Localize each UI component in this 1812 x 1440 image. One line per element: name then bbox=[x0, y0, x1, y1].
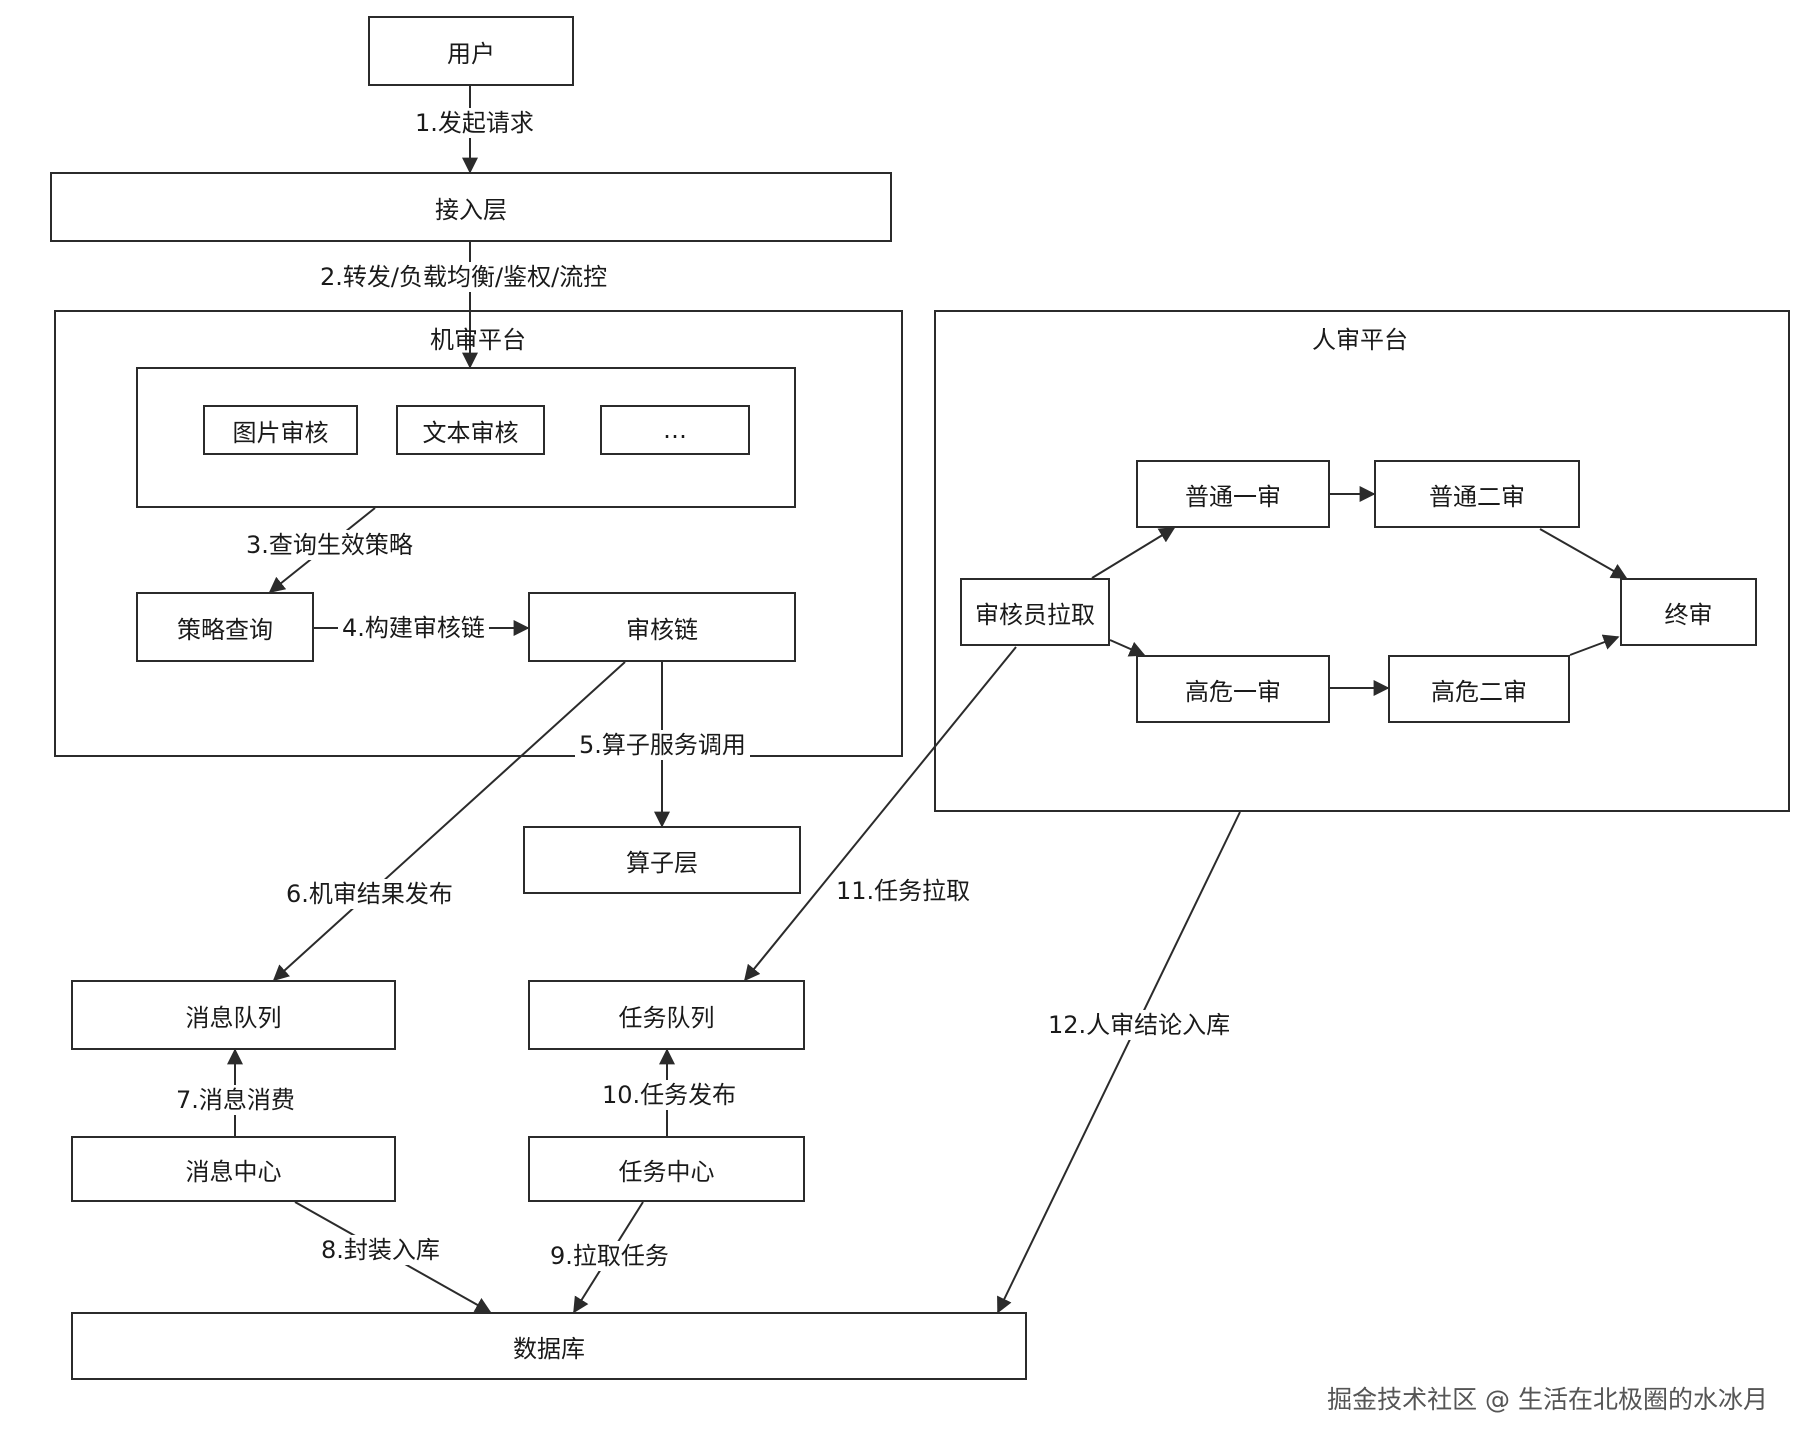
edge-label-7: 7.消息消费 bbox=[172, 1085, 299, 1115]
task-queue-node: 任务队列 bbox=[528, 980, 805, 1050]
access-layer-node: 接入层 bbox=[50, 172, 892, 242]
message-queue-node: 消息队列 bbox=[71, 980, 396, 1050]
more-review-node: … bbox=[600, 405, 750, 455]
edge-11 bbox=[743, 646, 1017, 982]
edge-reviewer-to-high-first bbox=[1109, 639, 1146, 657]
machine-platform-group bbox=[54, 310, 903, 757]
edge-label-6: 6.机审结果发布 bbox=[282, 879, 457, 909]
final-review-node: 终审 bbox=[1620, 578, 1757, 646]
watermark: 掘金技术社区 @ 生活在北极圈的水冰月 bbox=[1327, 1385, 1768, 1414]
edge-12 bbox=[997, 811, 1241, 1314]
edge-label-1: 1.发起请求 bbox=[411, 108, 538, 138]
reviewer-pull-node: 审核员拉取 bbox=[960, 578, 1110, 646]
edge-high-second-to-final bbox=[1569, 634, 1620, 656]
edge-label-10: 10.任务发布 bbox=[598, 1080, 741, 1110]
edge-label-9: 9.拉取任务 bbox=[546, 1241, 673, 1271]
edge-label-12: 12.人审结论入库 bbox=[1044, 1010, 1235, 1040]
text-review-node: 文本审核 bbox=[396, 405, 545, 455]
high-risk-first-review-node: 高危一审 bbox=[1136, 655, 1330, 723]
edge-label-11: 11.任务拉取 bbox=[832, 876, 975, 906]
image-review-node: 图片审核 bbox=[203, 405, 358, 455]
edge-label-8: 8.封装入库 bbox=[317, 1235, 444, 1265]
edge-label-4: 4.构建审核链 bbox=[338, 613, 489, 643]
edge-label-3: 3.查询生效策略 bbox=[242, 530, 417, 560]
machine-platform-title: 机审平台 bbox=[430, 326, 526, 354]
human-platform-group bbox=[934, 310, 1790, 812]
edge-normal-second-to-final bbox=[1539, 528, 1628, 579]
user-node: 用户 bbox=[368, 16, 574, 86]
message-center-node: 消息中心 bbox=[71, 1136, 396, 1202]
human-platform-title: 人审平台 bbox=[1312, 326, 1408, 354]
database-node: 数据库 bbox=[71, 1312, 1027, 1380]
normal-second-review-node: 普通二审 bbox=[1374, 460, 1580, 528]
edge-reviewer-to-normal-first bbox=[1091, 527, 1176, 579]
high-risk-second-review-node: 高危二审 bbox=[1388, 655, 1570, 723]
edge-label-2: 2.转发/负载均衡/鉴权/流控 bbox=[316, 262, 612, 292]
task-center-node: 任务中心 bbox=[528, 1136, 805, 1202]
review-chain-node: 审核链 bbox=[528, 592, 796, 662]
policy-query-node: 策略查询 bbox=[136, 592, 314, 662]
normal-first-review-node: 普通一审 bbox=[1136, 460, 1330, 528]
edge-6 bbox=[272, 661, 626, 982]
content-review-container bbox=[136, 367, 796, 508]
operator-layer-node: 算子层 bbox=[523, 826, 801, 894]
edge-label-5: 5.算子服务调用 bbox=[575, 730, 750, 760]
